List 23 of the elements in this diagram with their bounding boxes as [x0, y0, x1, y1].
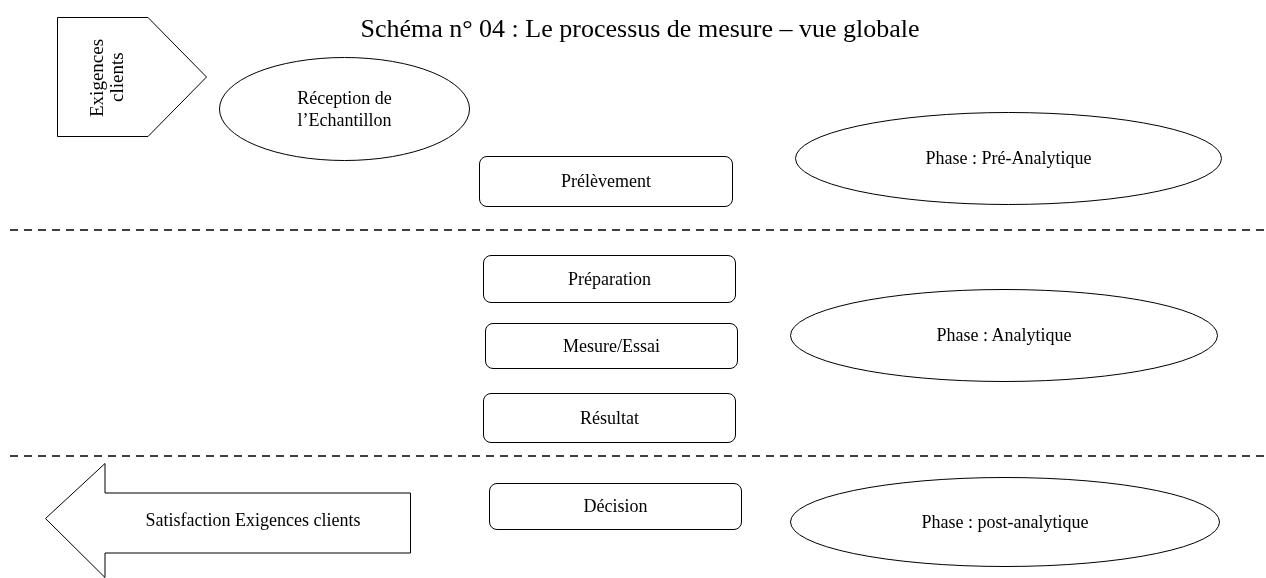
node-label: Phase : post-analytique: [921, 510, 1089, 534]
node-label: Prélèvement: [561, 170, 651, 193]
ellipse-node: [795, 112, 1222, 205]
node-label: Décision: [583, 495, 648, 518]
node-label: Phase : Analytique: [936, 324, 1072, 347]
ellipse-node: [790, 289, 1218, 382]
rounded-box: [483, 255, 736, 303]
rounded-box: [483, 393, 736, 443]
node-label: Résultat: [580, 406, 639, 430]
ellipse-node: [219, 57, 470, 161]
ellipse-node: [790, 477, 1220, 567]
node-label: Satisfaction Exigences clients: [145, 509, 361, 532]
rounded-box: [479, 156, 733, 207]
diagram-title: Schéma n° 04 : Le processus de mesure – vue globale: [359, 14, 921, 44]
node-label: Réception de l’Echantillon: [296, 86, 393, 132]
left-block-arrow: [45, 463, 411, 578]
node-label: Mesure/Essai: [563, 334, 660, 358]
rounded-box: [489, 483, 742, 530]
node-label: Préparation: [568, 267, 651, 291]
rounded-box: [485, 323, 738, 369]
node-label: Phase : Pré-Analytique: [925, 147, 1092, 170]
node-label: Exigences clients: [87, 36, 127, 119]
pentagon-arrow-shape: [57, 17, 207, 137]
